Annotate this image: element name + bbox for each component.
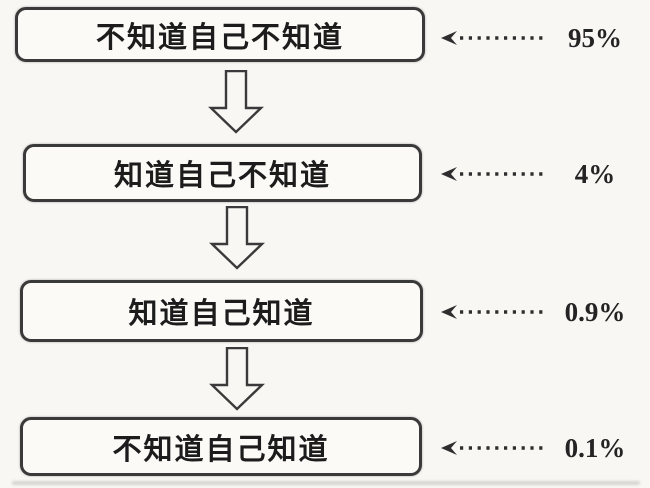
down-arrow-icon: [209, 206, 265, 270]
stage-box-3: 知道自己知道: [20, 280, 423, 342]
percentage-label-1: 95%: [568, 23, 622, 53]
scan-artifact: [12, 481, 640, 485]
dotted-arrow-left-icon: [441, 441, 547, 455]
down-arrow-icon: [208, 70, 264, 134]
dotted-arrow-left-icon: [441, 305, 547, 319]
stage-label-2: 知道自己不知道: [113, 160, 331, 192]
stage-label-3: 知道自己知道: [128, 298, 315, 330]
percentage-label-3: 0.9%: [564, 297, 626, 327]
stage-box-4: 不知道自己知道: [20, 417, 422, 476]
stage-box-2: 知道自己不知道: [23, 144, 422, 202]
dotted-arrow-left-icon: [441, 167, 547, 181]
dotted-arrow-left-icon: [441, 31, 547, 45]
percentage-label-2: 4%: [574, 159, 616, 189]
stage-label-1: 不知道自己不知道: [95, 21, 344, 54]
stage-label-4: 不知道自己知道: [112, 433, 330, 466]
stage-box-1: 不知道自己不知道: [15, 7, 425, 62]
down-arrow-icon: [209, 347, 265, 411]
percentage-label-4: 0.1%: [564, 433, 626, 463]
